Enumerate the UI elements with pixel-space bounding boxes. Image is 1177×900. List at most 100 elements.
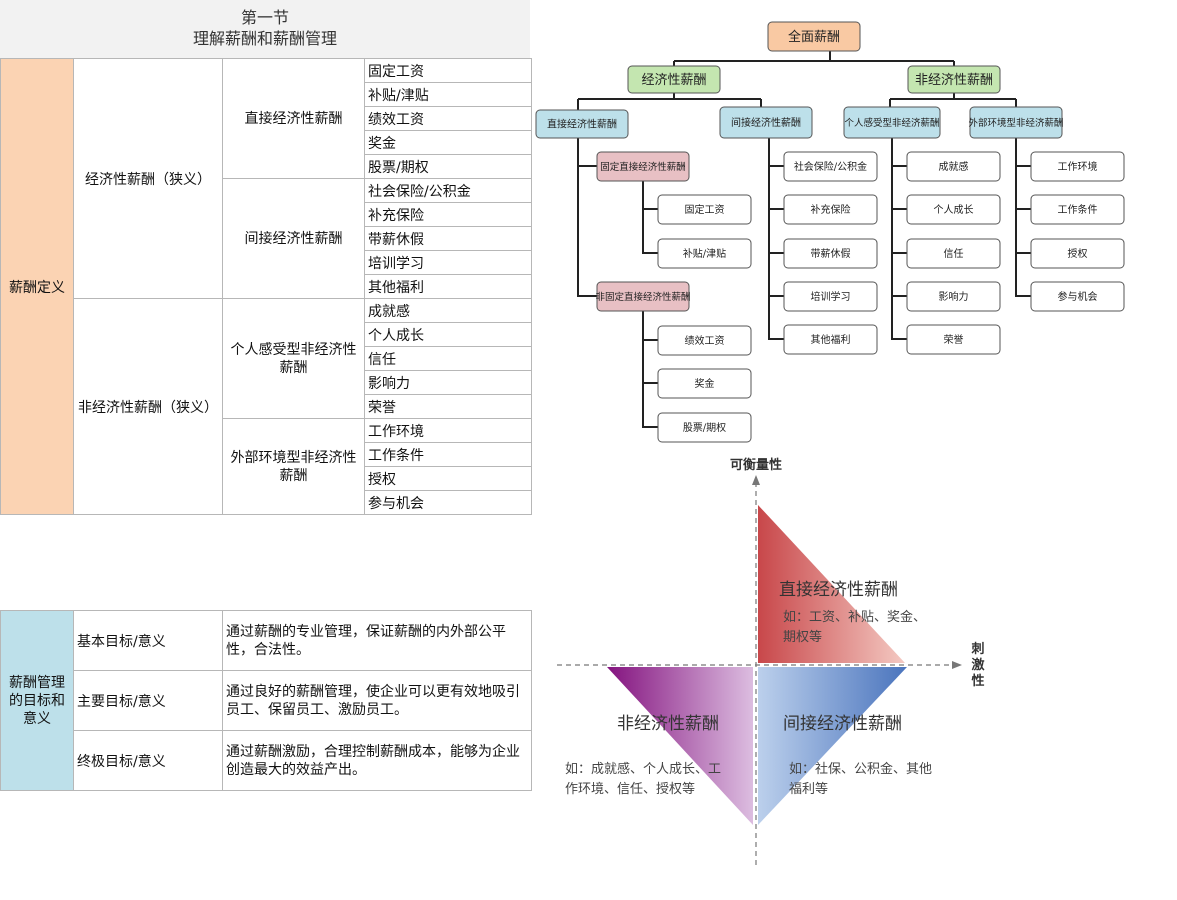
org-leaf-personal-1: 个人成长: [906, 194, 1001, 225]
org-leaf-environment-0: 工作环境: [1030, 151, 1125, 182]
indirect-quadrant-title: 间接经济性薪酬: [783, 714, 902, 734]
org-leaf-bonus: 奖金: [657, 368, 752, 399]
org-leaf-environment-2-box: [1030, 238, 1125, 269]
org-leaf-personal-0-label: 成就感: [939, 160, 969, 173]
non-economic-quadrant-desc-2: 作环境、信任、授权等: [565, 781, 695, 797]
org-leaf-environment-2-label: 授权: [1068, 247, 1088, 260]
org-non-economic: 非经济性薪酬: [907, 65, 1001, 94]
x-axis-arrow: [952, 661, 962, 669]
table-item-cell: 成就感: [364, 298, 532, 323]
table-item-cell: 其他福利: [364, 274, 532, 299]
org-leaf-personal-4-label: 荣誉: [944, 333, 964, 346]
direct-subcategory-cell: 直接经济性薪酬: [222, 58, 365, 179]
table-item-cell: 带薪休假: [364, 226, 532, 251]
compensation-org-chart: 全面薪酬经济性薪酬非经济性薪酬直接经济性薪酬间接经济性薪酬个人感受型非经济薪酬外…: [535, 21, 1125, 443]
org-leaf-indirect-1-label: 补充保险: [811, 203, 851, 216]
direct-quadrant-triangle: [758, 505, 905, 663]
org-leaf-fixed-salary-label: 固定工资: [685, 203, 725, 216]
org-leaf-indirect-0: 社会保险/公积金: [783, 151, 878, 182]
goal-desc-cell: 通过薪酬激励，合理控制薪酬成本，能够为企业创造最大的效益产出。: [222, 730, 532, 791]
non-economic-quadrant-title: 非经济性薪酬: [617, 714, 719, 734]
org-leaf-indirect-1-box: [783, 194, 878, 225]
personal-subcategory-cell: 个人感受型非经济性薪酬: [222, 298, 365, 419]
org-environment: 外部环境型非经济薪酬: [968, 106, 1064, 139]
non-economic-quadrant-triangle: [607, 667, 753, 825]
org-direct: 直接经济性薪酬: [535, 109, 629, 139]
table-row: 补贴/津贴: [1, 82, 532, 107]
org-fixed-direct-label: 固定直接经济性薪酬: [600, 161, 686, 173]
connector-line: [642, 181, 658, 254]
org-leaf-indirect-1: 补充保险: [783, 194, 878, 225]
org-leaf-environment-1: 工作条件: [1030, 194, 1125, 225]
section-header: 第一节 理解薪酬和薪酬管理: [0, 0, 530, 58]
org-leaf-personal-3-label: 影响力: [939, 290, 969, 303]
org-leaf-personal-1-label: 个人成长: [934, 204, 974, 216]
org-leaf-environment-0-label: 工作环境: [1058, 160, 1098, 173]
non-economic-category-cell: 非经济性薪酬（狭义）: [73, 298, 223, 515]
org-leaf-personal-2-label: 信任: [944, 247, 964, 260]
org-economic-label: 经济性薪酬: [641, 73, 706, 88]
management-root-cell: 薪酬管理的目标和意义: [0, 610, 74, 791]
y-axis-label: 可衡量性: [730, 457, 782, 473]
org-leaf-fixed-salary: 固定工资: [657, 194, 752, 225]
table-row: 终极目标/意义通过薪酬激励，合理控制薪酬成本，能够为企业创造最大的效益产出。: [1, 730, 532, 791]
indirect-quadrant-desc-2: 福利等: [789, 781, 828, 797]
org-direct-box: [535, 109, 629, 139]
org-leaf-environment-1-box: [1030, 194, 1125, 225]
table-row: 荣誉: [1, 394, 532, 419]
indirect-quadrant-triangle: [758, 667, 907, 825]
table-row: 影响力: [1, 370, 532, 395]
table-row: 补充保险: [1, 202, 532, 227]
org-leaf-stock-option-box: [657, 412, 752, 443]
org-leaf-indirect-4-box: [783, 324, 878, 355]
connector-line: [642, 311, 658, 428]
org-leaf-personal-3: 影响力: [906, 281, 1001, 312]
table-item-cell: 工作条件: [364, 442, 532, 467]
org-leaf-fixed-salary-box: [657, 194, 752, 225]
table-item-cell: 补充保险: [364, 202, 532, 227]
org-indirect-box: [719, 106, 813, 139]
compensation-quadrant-chart: 可衡量性 刺 激 性 直接经济性薪酬 如：工资、补贴、奖金、 期权等 非经济性薪…: [557, 457, 985, 865]
org-leaf-environment-3-box: [1030, 281, 1125, 312]
table-row: 绩效工资: [1, 106, 532, 131]
direct-quadrant-desc-1: 如：工资、补贴、奖金、: [783, 609, 926, 625]
org-leaf-indirect-2-label: 带薪休假: [811, 247, 851, 260]
org-leaf-personal-4: 荣誉: [906, 324, 1001, 355]
definition-root-cell: 薪酬定义: [0, 58, 74, 515]
table-item-cell: 奖金: [364, 130, 532, 155]
org-leaf-bonus-box: [657, 368, 752, 399]
org-leaf-indirect-2-box: [783, 238, 878, 269]
org-economic: 经济性薪酬: [627, 65, 721, 94]
org-root-label: 全面薪酬: [788, 29, 840, 45]
org-leaf-indirect-3-label: 培训学习: [811, 290, 851, 303]
org-direct-label: 直接经济性薪酬: [547, 118, 617, 131]
table-item-cell: 工作环境: [364, 418, 532, 443]
connector-line: [891, 138, 907, 340]
org-environment-box: [969, 106, 1063, 139]
org-nonfixed-direct-box: [596, 281, 690, 312]
x-axis-label-2: 激: [971, 657, 985, 673]
table-item-cell: 培训学习: [364, 250, 532, 275]
org-leaf-stock-option-label: 股票/期权: [683, 421, 726, 434]
org-leaf-personal-3-box: [906, 281, 1001, 312]
org-root: 全面薪酬: [767, 21, 861, 52]
org-environment-label: 外部环境型非经济薪酬: [968, 117, 1063, 129]
non-economic-quadrant-desc-1: 如：成就感、个人成长、工: [565, 761, 721, 777]
definition-table: 薪酬定义经济性薪酬（狭义）直接经济性薪酬固定工资补贴/津贴绩效工资奖金股票/期权…: [0, 58, 532, 515]
org-leaf-indirect-2: 带薪休假: [783, 238, 878, 269]
goal-desc-cell: 通过薪酬的专业管理，保证薪酬的内外部公平性，合法性。: [222, 610, 532, 671]
org-leaf-allowance-label: 补贴/津贴: [683, 247, 726, 260]
org-leaf-environment-3-label: 参与机会: [1058, 290, 1098, 303]
org-leaf-allowance: 补贴/津贴: [657, 238, 752, 269]
org-non-economic-box: [907, 65, 1001, 94]
table-item-cell: 固定工资: [364, 58, 532, 83]
org-economic-box: [627, 65, 721, 94]
table-row: 薪酬定义经济性薪酬（狭义）直接经济性薪酬固定工资: [0, 58, 532, 515]
org-leaf-environment-3: 参与机会: [1030, 281, 1125, 312]
org-leaf-performance-pay: 绩效工资: [657, 325, 752, 356]
direct-quadrant-desc-2: 期权等: [783, 629, 822, 645]
table-row: 股票/期权: [1, 154, 532, 179]
org-leaf-stock-option: 股票/期权: [657, 412, 752, 443]
org-leaf-performance-pay-box: [657, 325, 752, 356]
org-leaf-indirect-4: 其他福利: [783, 324, 878, 355]
